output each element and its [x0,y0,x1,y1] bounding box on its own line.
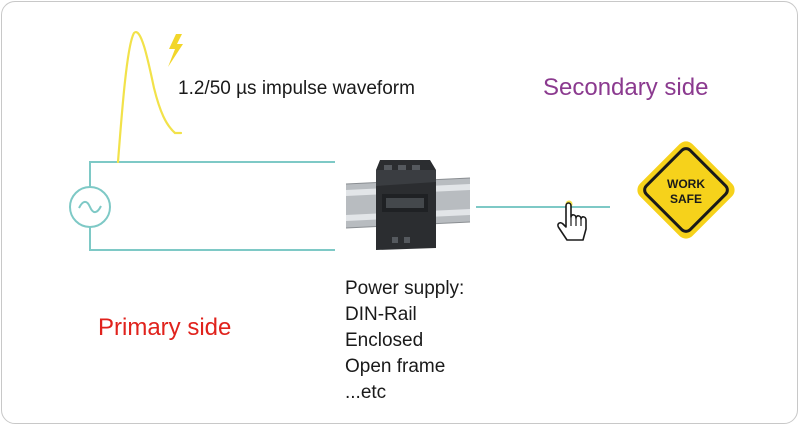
power-supply-list: Power supply: DIN-Rail Enclosed Open fra… [345,276,464,406]
power-supply-item: ...etc [345,382,387,403]
primary-wiring [89,161,335,251]
power-supply-item: Open frame [345,356,446,377]
power-supply-title: Power supply: [345,278,465,299]
din-rail-power-supply-icon [345,160,471,250]
lightning-icon [168,34,183,67]
secondary-side-label: Secondary side [543,74,709,101]
work-safe-sign-icon: WORK SAFE [637,141,735,239]
sign-text-line2: SAFE [670,192,702,206]
impulse-waveform-label: 1.2/50 µs impulse waveform [178,78,415,99]
impulse-waveform [116,31,183,164]
hand-pointer-icon [557,200,587,241]
power-supply-item: Enclosed [345,330,424,351]
power-supply-item: DIN-Rail [345,304,417,325]
sign-text-line1: WORK [667,177,705,191]
ac-source-icon [69,186,111,228]
primary-side-label: Primary side [98,314,232,341]
